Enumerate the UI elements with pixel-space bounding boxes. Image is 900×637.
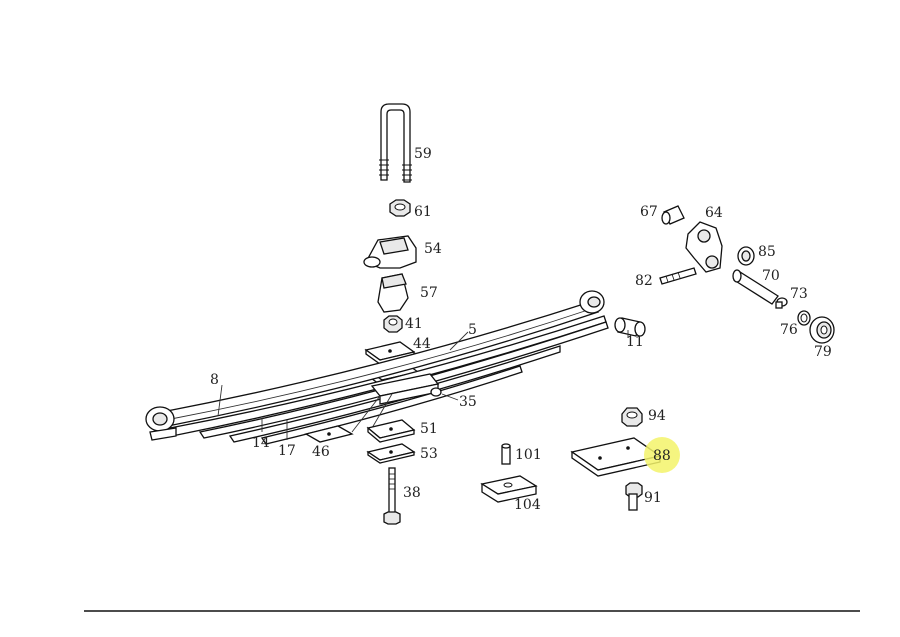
callout-5[interactable]: 5	[468, 322, 477, 338]
leader-lines	[217, 330, 629, 440]
callout-85[interactable]: 85	[758, 244, 776, 260]
callout-8[interactable]: 8	[210, 372, 219, 388]
plate-51[interactable]	[366, 419, 416, 443]
callout-101[interactable]: 101	[515, 447, 542, 463]
bushing-79[interactable]	[809, 316, 835, 344]
callout-94[interactable]: 94	[648, 408, 666, 424]
callout-46[interactable]: 46	[312, 444, 330, 460]
bolt-91[interactable]	[625, 482, 643, 511]
grease-nipple-73[interactable]	[775, 297, 788, 309]
callout-54[interactable]: 54	[424, 241, 442, 257]
callout-41[interactable]: 41	[405, 316, 423, 332]
callout-61[interactable]: 61	[414, 204, 432, 220]
pin-101[interactable]	[501, 443, 511, 465]
callout-35[interactable]: 35	[459, 394, 477, 410]
callout-88-highlight	[644, 437, 680, 473]
callout-59[interactable]: 59	[414, 146, 432, 162]
nut-61[interactable]	[389, 199, 411, 217]
callout-57[interactable]: 57	[420, 285, 438, 301]
callout-76[interactable]: 76	[780, 322, 798, 338]
callout-73[interactable]: 73	[790, 286, 808, 302]
callout-17[interactable]: 17	[278, 443, 296, 459]
bushing-85[interactable]	[737, 246, 755, 266]
leaf-spring-5[interactable]	[145, 290, 609, 445]
shim-46[interactable]	[304, 425, 354, 443]
nut-41[interactable]	[383, 315, 403, 333]
nut-94[interactable]	[621, 407, 643, 427]
plate-53[interactable]	[366, 443, 416, 464]
washer-76[interactable]	[797, 310, 811, 326]
bump-stop-54[interactable]	[363, 235, 417, 269]
bolt-35[interactable]	[430, 387, 442, 397]
pin-67[interactable]	[661, 205, 685, 225]
pad-57[interactable]	[377, 273, 409, 313]
callout-67[interactable]: 67	[640, 204, 658, 220]
block-104[interactable]	[480, 475, 538, 503]
callout-88[interactable]: 88	[653, 448, 671, 464]
callout-53[interactable]: 53	[420, 446, 438, 462]
bolt-38[interactable]	[383, 467, 401, 525]
callout-44[interactable]: 44	[413, 336, 431, 352]
callout-64[interactable]: 64	[705, 205, 723, 221]
callout-38[interactable]: 38	[403, 485, 421, 501]
bushing-11[interactable]	[614, 317, 646, 337]
callout-51[interactable]: 51	[420, 421, 438, 437]
shackle-64[interactable]	[685, 221, 723, 273]
callout-14[interactable]: 14	[252, 435, 270, 451]
u-bolt-59[interactable]	[379, 103, 412, 183]
callout-104[interactable]: 104	[514, 497, 541, 513]
bolt-82[interactable]	[659, 267, 697, 285]
callout-79[interactable]: 79	[814, 344, 832, 360]
callout-70[interactable]: 70	[762, 268, 780, 284]
pin-70[interactable]	[732, 269, 779, 305]
callout-82[interactable]: 82	[635, 273, 653, 289]
callout-91[interactable]: 91	[644, 490, 662, 506]
callout-11[interactable]: 11	[626, 334, 644, 350]
